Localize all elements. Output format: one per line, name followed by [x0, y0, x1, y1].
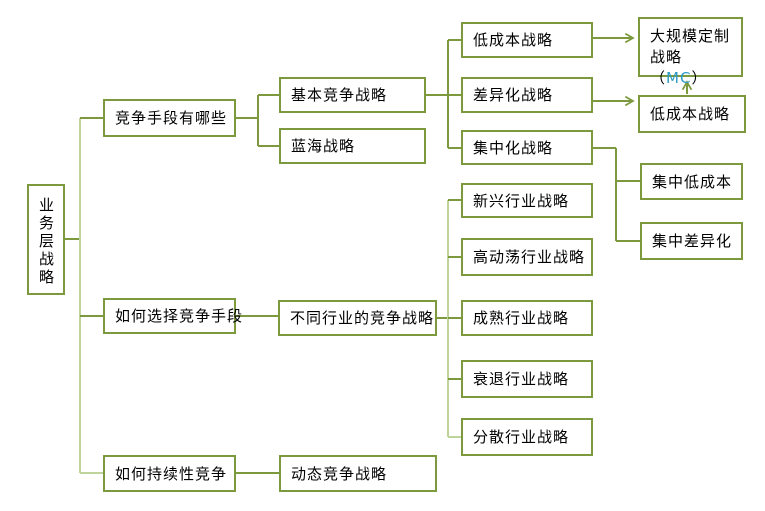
node-label: 成熟行业战略: [473, 309, 570, 327]
node-focus-differentiation[interactable]: 集中差异化: [640, 222, 743, 260]
node-root[interactable]: 业务层战略: [27, 184, 65, 295]
node-label: 大规模定制战略（MC）: [650, 27, 731, 87]
node-how-to-sustain[interactable]: 如何持续性竞争: [103, 455, 236, 492]
node-basic-competitive-strategy[interactable]: 基本竞争战略: [279, 77, 426, 113]
node-label: 基本竞争战略: [291, 86, 388, 104]
node-label: 集中化战略: [473, 138, 554, 157]
node-label: 低成本战略: [650, 105, 731, 123]
node-label: 新兴行业战略: [473, 191, 570, 210]
node-low-cost-strategy[interactable]: 低成本战略: [461, 22, 593, 58]
node-emerging-industry-strategy[interactable]: 新兴行业战略: [461, 183, 593, 218]
node-label: 业务层战略: [37, 196, 55, 287]
node-label: 集中低成本: [652, 172, 733, 191]
node-focus-strategy[interactable]: 集中化战略: [461, 130, 593, 165]
node-label: 低成本战略: [473, 31, 554, 49]
node-label: 高动荡行业战略: [473, 248, 586, 266]
node-label: 不同行业的竞争战略: [290, 309, 435, 327]
node-how-to-choose[interactable]: 如何选择竞争手段: [103, 298, 242, 334]
node-label: 如何持续性竞争: [115, 464, 228, 483]
node-mature-industry-strategy[interactable]: 成熟行业战略: [461, 300, 593, 336]
node-label: 蓝海战略: [291, 137, 356, 155]
node-mass-customization-strategy[interactable]: 大规模定制战略（MC）: [638, 17, 743, 87]
node-label: 分散行业战略: [473, 428, 570, 446]
node-declining-industry-strategy[interactable]: 衰退行业战略: [461, 360, 593, 398]
node-fragmented-industry-strategy[interactable]: 分散行业战略: [461, 418, 593, 456]
node-label: 衰退行业战略: [473, 370, 570, 388]
node-differentiation-strategy[interactable]: 差异化战略: [461, 77, 593, 113]
node-turbulent-industry-strategy[interactable]: 高动荡行业战略: [461, 238, 593, 276]
mc-code: MC: [666, 69, 692, 87]
node-label: 差异化战略: [473, 86, 554, 104]
node-dynamic-competition-strategy[interactable]: 动态竞争战略: [279, 455, 437, 492]
node-competition-methods[interactable]: 竞争手段有哪些: [103, 99, 236, 137]
node-label: 动态竞争战略: [291, 464, 388, 483]
node-blue-ocean-strategy[interactable]: 蓝海战略: [279, 128, 426, 164]
node-focus-low-cost[interactable]: 集中低成本: [640, 163, 743, 200]
node-industry-strategies[interactable]: 不同行业的竞争战略: [278, 300, 437, 336]
node-label: 竞争手段有哪些: [115, 109, 228, 127]
node-label: 集中差异化: [652, 232, 733, 250]
node-label: 如何选择竞争手段: [115, 307, 244, 325]
node-low-cost-strategy-2[interactable]: 低成本战略: [638, 95, 746, 133]
